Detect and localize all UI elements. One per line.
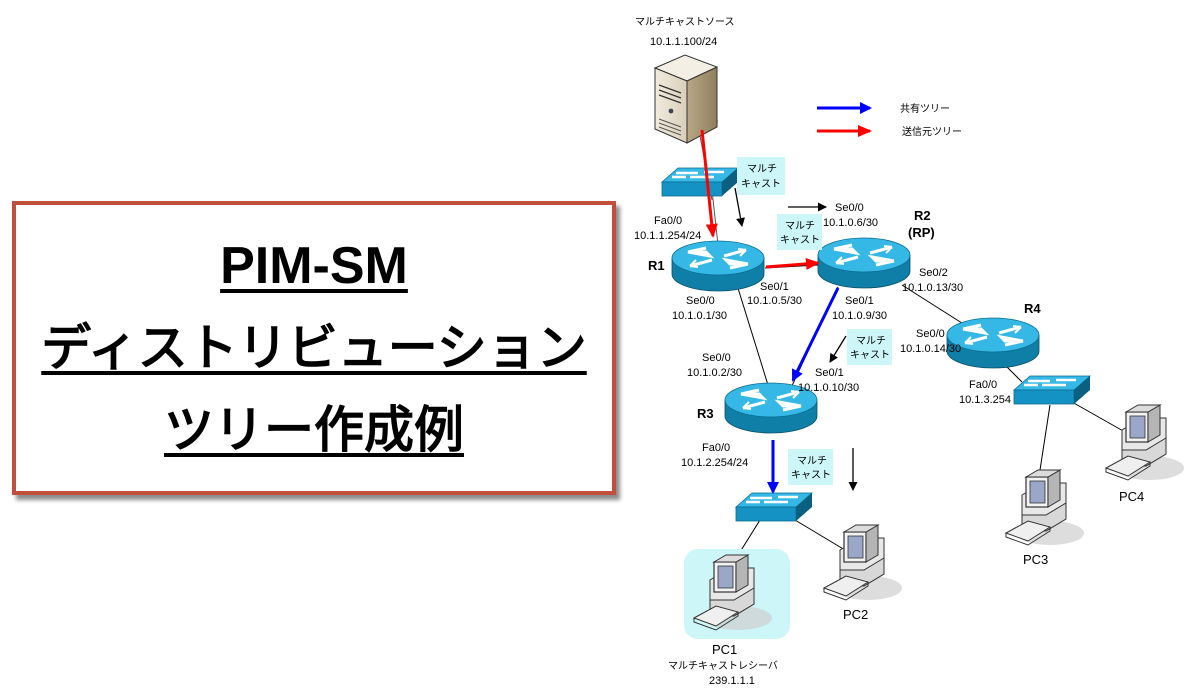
flow-arrow-r2-r3 [829, 335, 847, 363]
r2-se0-2-ip: 10.1.0.13/30 [902, 282, 963, 294]
r2-name: R2 [914, 208, 931, 223]
svg-text:マルチ: マルチ [785, 220, 815, 232]
source-tree-arrow-1 [700, 129, 718, 238]
source-ip: 10.1.1.100/24 [650, 36, 717, 48]
r2-se0-1-ip: 10.1.0.9/30 [832, 310, 887, 322]
link-r2-r4 [901, 284, 966, 326]
pc2-name: PC2 [843, 607, 868, 622]
switch-r3-lan[interactable] [734, 491, 814, 523]
r3-fa0-0-if: Fa0/0 [702, 442, 730, 454]
source-tree-arrow-2 [765, 257, 820, 270]
r3-se0-1-if: Se0/1 [815, 367, 844, 379]
legend: 共有ツリー 送信元ツリー [817, 102, 962, 138]
multicast-note-4: マルチ キャスト [788, 449, 833, 485]
r4-fa0-0-if: Fa0/0 [969, 379, 997, 391]
r1-name: R1 [648, 258, 665, 273]
title-line-2: ディストリビューション [41, 319, 587, 377]
r3-name: R3 [697, 406, 714, 421]
title-line-1: PIM-SM [220, 237, 408, 295]
r1-fa0-0-if: Fa0/0 [654, 215, 682, 227]
shared-tree-arrow-1 [791, 287, 840, 382]
legend-source-tree-label: 送信元ツリー [902, 125, 962, 138]
r2-se0-2-if: Se0/2 [919, 267, 948, 279]
pc4[interactable] [1105, 404, 1185, 481]
multicast-note-2: マルチ キャスト [777, 214, 822, 250]
title-line-3: ツリー作成例 [164, 401, 464, 459]
svg-text:マルチ: マルチ [747, 163, 777, 175]
router-r1[interactable] [670, 239, 766, 293]
r2-role: (RP) [908, 225, 935, 240]
multicast-note-3: マルチ キャスト [847, 329, 892, 365]
r3-se0-0-if: Se0/0 [702, 352, 731, 364]
link-switch4-pc4 [1071, 401, 1126, 433]
source-name: マルチキャストソース [635, 16, 735, 28]
pc1-group: 239.1.1.1 [709, 675, 755, 687]
pc2[interactable] [823, 524, 903, 601]
pc1-role: マルチキャストレシーバ [668, 660, 778, 672]
r2-se0-1-if: Se0/1 [845, 295, 874, 307]
switch-r4-lan[interactable] [1012, 374, 1092, 406]
svg-text:マルチ: マルチ [797, 455, 827, 467]
r4-fa0-0-ip: 10.1.3.254 [959, 394, 1011, 406]
link-r1-r3 [736, 284, 769, 386]
r1-se0-1-if: Se0/1 [760, 281, 789, 293]
r4-se0-0-ip: 10.1.0.14/30 [900, 343, 961, 355]
r3-se0-0-ip: 10.1.0.2/30 [687, 367, 742, 379]
r1-fa0-0-ip: 10.1.1.254/24 [634, 230, 701, 242]
pc4-name: PC4 [1119, 489, 1144, 504]
r4-se0-0-if: Se0/0 [916, 328, 945, 340]
flow-arrow-switch-r1 [734, 187, 745, 227]
multicast-note-1: マルチ キャスト [737, 157, 785, 195]
r1-se0-1-ip: 10.1.0.5/30 [747, 295, 802, 307]
link-switch3-pc2 [794, 519, 846, 551]
svg-text:キャスト: キャスト [741, 179, 781, 190]
r2-se0-0-ip: 10.1.0.6/30 [823, 217, 878, 229]
r3-fa0-0-ip: 10.1.2.254/24 [681, 457, 748, 469]
pc3[interactable] [1005, 469, 1085, 546]
svg-text:マルチ: マルチ [856, 335, 886, 347]
router-r2[interactable] [816, 236, 912, 290]
r2-se0-0-if: Se0/0 [835, 202, 864, 214]
switch-r1-lan[interactable] [660, 166, 740, 198]
pc3-name: PC3 [1023, 552, 1048, 567]
links [697, 124, 1126, 561]
link-switch-r1 [711, 189, 719, 246]
r1-se0-0-if: Se0/0 [686, 295, 715, 307]
pc1-name: PC1 [712, 642, 737, 657]
link-switch4-pc3 [1039, 404, 1051, 471]
title-box: PIM-SM ディストリビューション ツリー作成例 [12, 201, 616, 495]
r3-se0-1-ip: 10.1.0.10/30 [798, 382, 859, 394]
svg-text:キャスト: キャスト [791, 470, 831, 481]
r4-name: R4 [1024, 301, 1041, 316]
svg-text:キャスト: キャスト [780, 235, 820, 246]
multicast-source-server[interactable] [653, 54, 719, 144]
legend-shared-tree-label: 共有ツリー [900, 102, 950, 115]
r1-se0-0-ip: 10.1.0.1/30 [672, 310, 727, 322]
svg-text:キャスト: キャスト [850, 350, 890, 361]
